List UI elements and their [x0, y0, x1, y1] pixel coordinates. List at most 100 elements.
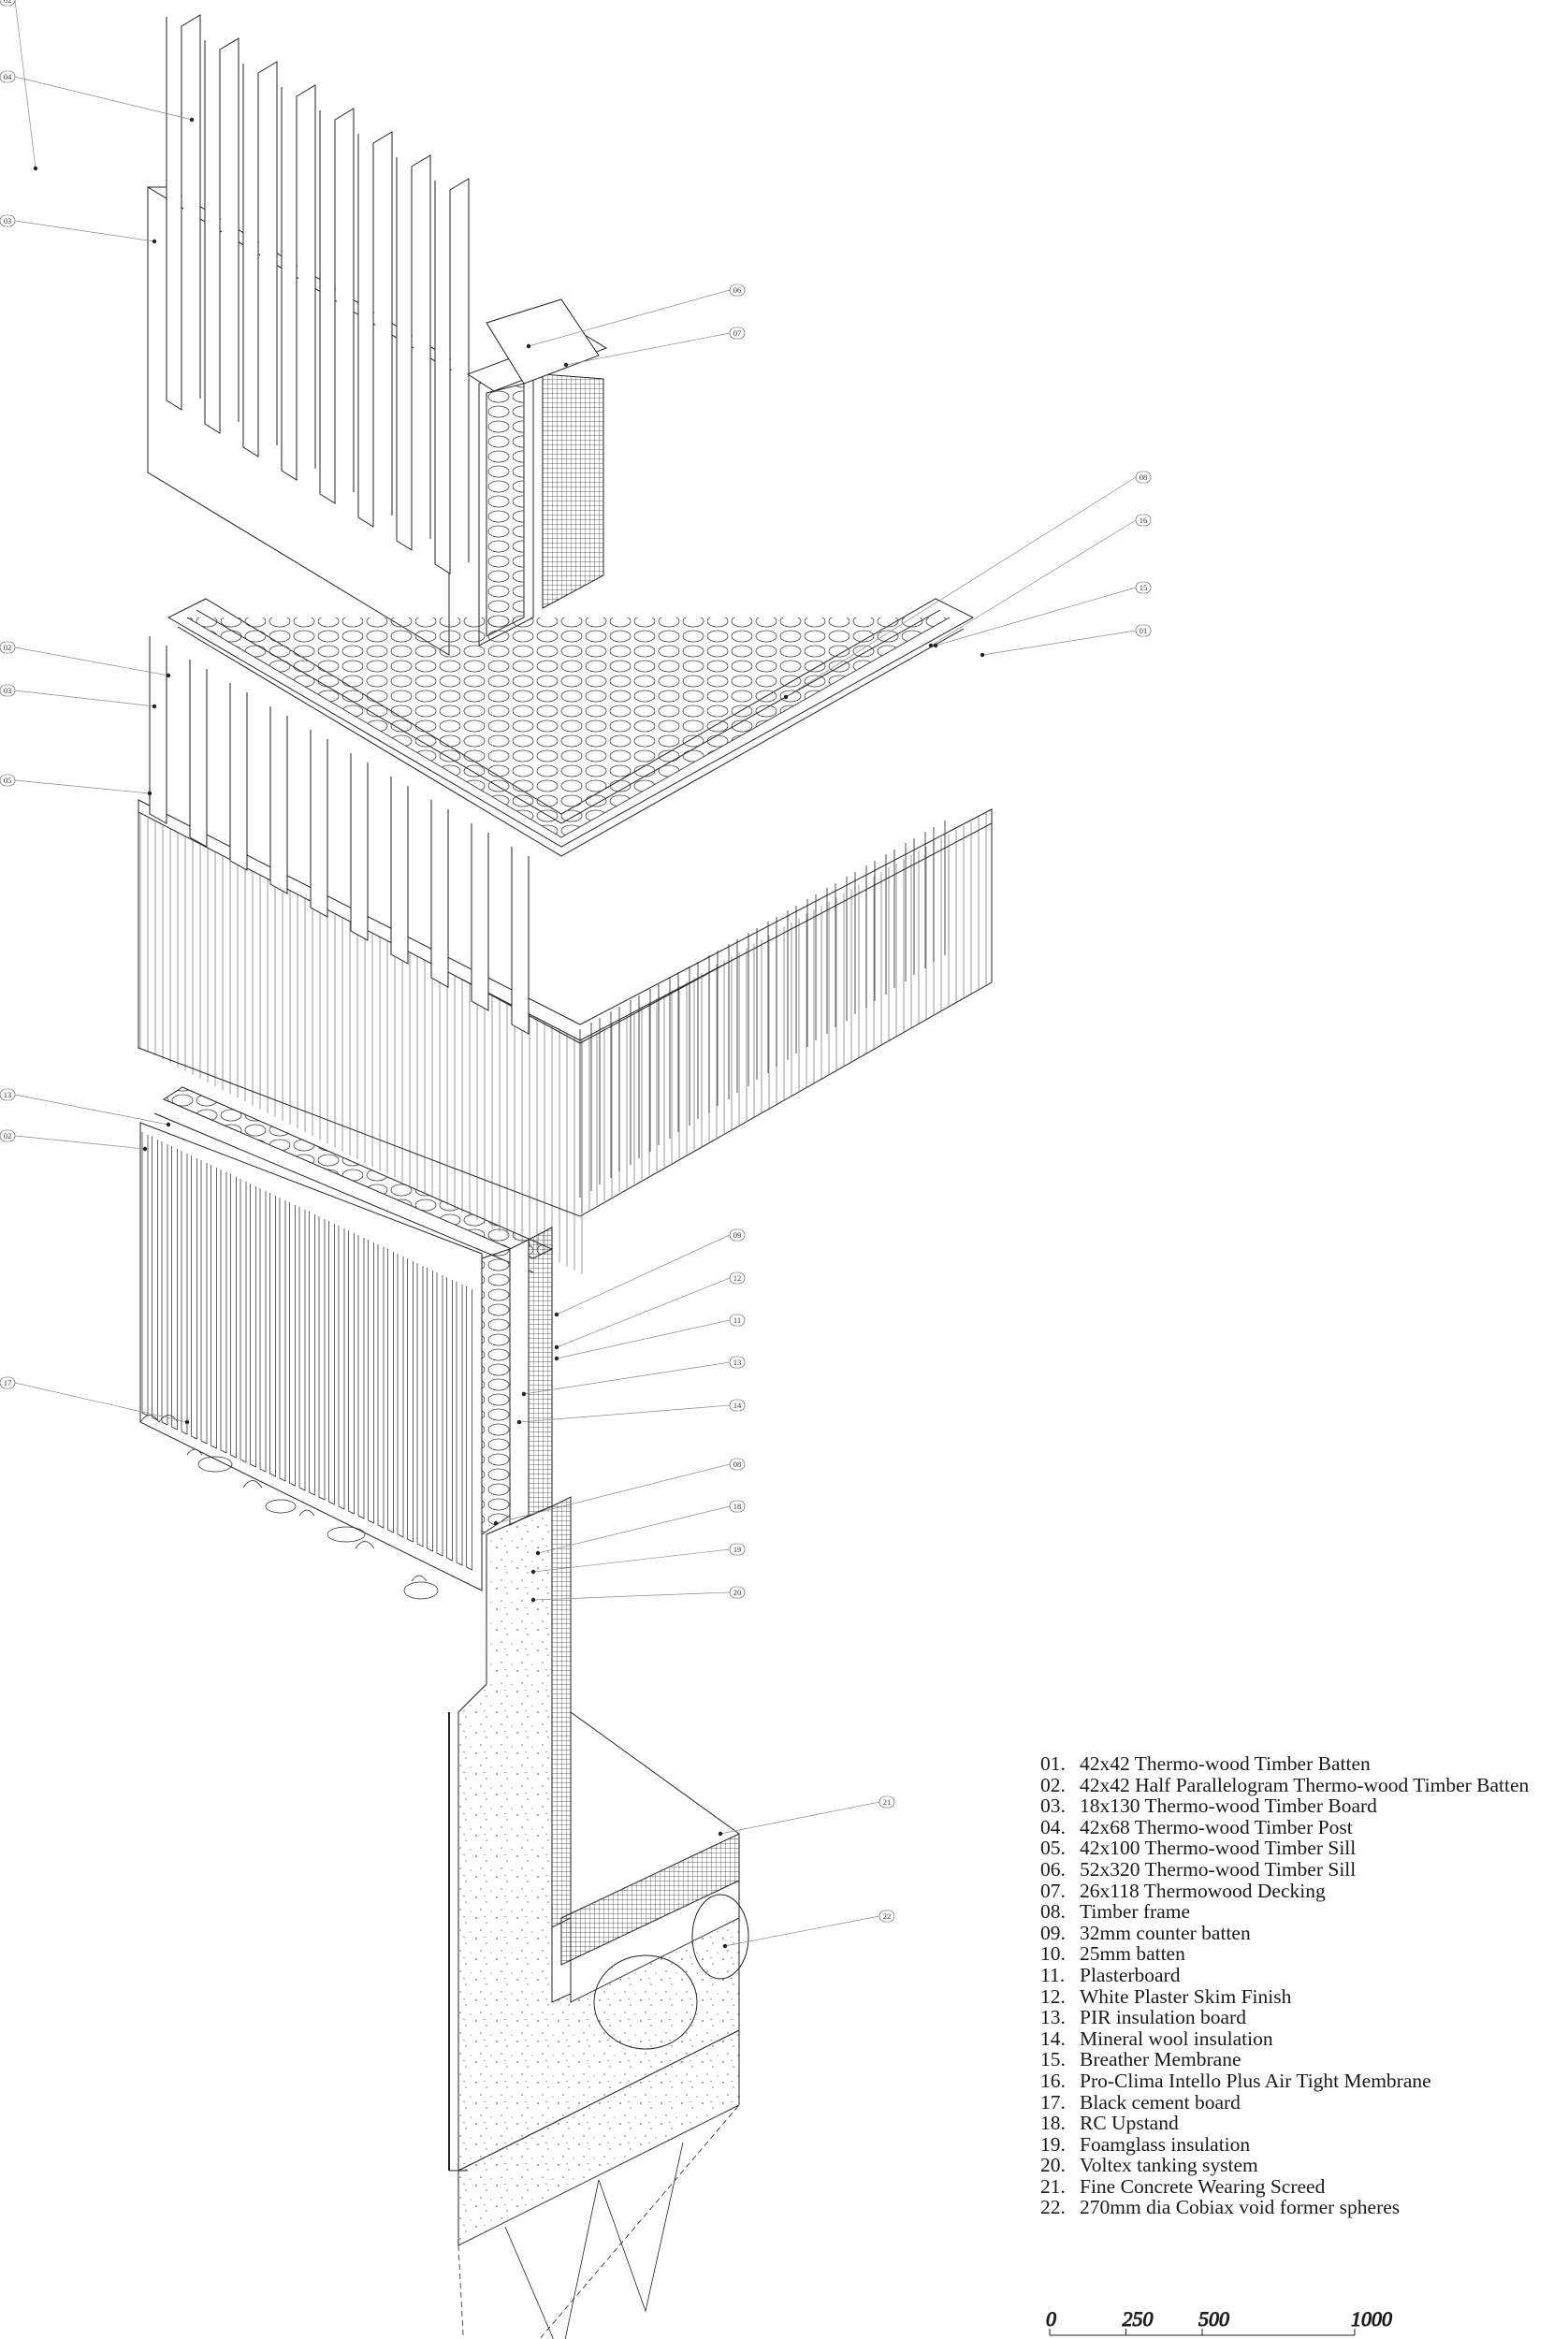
- legend-item-number: 07.: [1040, 1879, 1066, 1902]
- callout-number: 07: [733, 328, 742, 338]
- legend-item-number: 01.: [1040, 1752, 1066, 1775]
- leader-dot: [493, 1520, 499, 1526]
- timber-post: [204, 37, 240, 434]
- leader-dot: [189, 117, 195, 123]
- callout-badge: [729, 1586, 746, 1599]
- timber-batten: [407, 1258, 414, 1543]
- timber-batten: [348, 1230, 355, 1515]
- callout-badge: [1135, 581, 1152, 594]
- callout-number: 12: [733, 1273, 742, 1283]
- leader-dot: [184, 1419, 190, 1425]
- legend-item-number: 14.: [1040, 2027, 1066, 2050]
- legend-item: 06.52x320 Thermo-wood Timber Sill: [1040, 1859, 1564, 1881]
- callout-number: 20: [733, 1588, 742, 1597]
- timber-post: [281, 84, 316, 481]
- timber-batten: [436, 1272, 443, 1557]
- timber-post: [430, 800, 449, 988]
- callout-badge: [0, 70, 16, 83]
- callout-number: 21: [883, 1797, 892, 1807]
- legend-item-number: 11.: [1040, 1963, 1066, 1986]
- timber-post: [756, 922, 769, 1080]
- legend-item-text: 42x42 Thermo-wood Timber Batten: [1080, 1752, 1371, 1775]
- callout-badge: [729, 1458, 746, 1471]
- timber-post: [269, 706, 288, 894]
- callout-badge: [0, 684, 16, 697]
- leader-dot: [526, 343, 531, 349]
- legend-item-number: 18.: [1040, 2112, 1066, 2135]
- callout: 07: [563, 327, 746, 368]
- leader-line: [556, 1277, 731, 1348]
- leader-line: [14, 76, 193, 121]
- leader-dot: [166, 1122, 171, 1127]
- callout: 03: [0, 684, 157, 709]
- leader-line: [14, 1094, 169, 1126]
- timber-post: [677, 966, 690, 1132]
- callout: 15: [933, 581, 1152, 648]
- legend-item-text: 42x42 Half Parallelogram Thermo-wood Tim…: [1080, 1773, 1530, 1796]
- legend-item-text: 25mm batten: [1080, 1942, 1185, 1966]
- legend-item-number: 09.: [1040, 1921, 1066, 1944]
- callout-number: 16: [1140, 516, 1148, 525]
- legend-item-text: 270mm dia Cobiax void former spheres: [1080, 2196, 1401, 2219]
- callout-badge: [729, 1399, 746, 1412]
- callout-number: 02: [4, 1131, 12, 1140]
- callout-labels: 0204030607081615010203051302170912111314…: [0, 0, 1152, 1949]
- leader-line: [935, 587, 1137, 646]
- timber-post: [189, 660, 208, 848]
- timber-batten: [240, 1179, 247, 1463]
- legend-item: 19.Foamglass insulation: [1040, 2132, 1564, 2156]
- legend-item-number: 20.: [1040, 2154, 1066, 2177]
- timber-post: [310, 730, 328, 918]
- legend-item-number: 19.: [1040, 2132, 1066, 2156]
- callout: 02: [0, 641, 171, 678]
- timber-batten: [279, 1198, 286, 1482]
- upper-cladding-assembly: [147, 14, 608, 656]
- callout-badge: [729, 1271, 746, 1285]
- legend-item: 14.Mineral wool insulation: [1040, 2027, 1564, 2050]
- legend-item-number: 06.: [1040, 1857, 1066, 1881]
- timber-batten: [211, 1165, 217, 1449]
- leader-line: [523, 1361, 731, 1395]
- timber-post: [874, 854, 887, 1001]
- callout-badge: [729, 1228, 746, 1242]
- leader-line: [14, 1382, 188, 1423]
- legend-item-text: Plasterboard: [1080, 1963, 1181, 1986]
- callout-number: 17: [4, 1378, 12, 1387]
- callout: 01: [980, 624, 1152, 658]
- callout-number: 04: [4, 72, 12, 81]
- callout-number: 13: [4, 1090, 12, 1099]
- callout: 17: [0, 1376, 190, 1425]
- legend-item: 13.PIR insulation board: [1040, 2007, 1564, 2028]
- callout-number: 03: [4, 216, 12, 225]
- leader-dot: [722, 1943, 728, 1949]
- timber-post: [717, 944, 730, 1106]
- leader-line: [556, 1319, 731, 1359]
- legend-item-text: Pro-Clima Intello Plus Air Tight Membran…: [1080, 2069, 1431, 2092]
- timber-post: [815, 888, 828, 1040]
- timber-batten: [250, 1184, 256, 1468]
- legend-item-text: Voltex tanking system: [1080, 2154, 1258, 2177]
- callout-badge: [0, 214, 16, 227]
- timber-batten: [427, 1268, 433, 1552]
- timber-post: [776, 910, 789, 1067]
- timber-post: [357, 131, 393, 528]
- callout-number: 09: [733, 1230, 742, 1240]
- leader-dot: [718, 1831, 723, 1837]
- callout-badge: [729, 1500, 746, 1513]
- legend-item-number: 10.: [1040, 1942, 1066, 1966]
- timber-batten: [161, 1141, 168, 1426]
- legend-item-text: RC Upstand: [1080, 2112, 1179, 2135]
- callout: 08: [493, 1458, 746, 1526]
- leader-dot: [928, 643, 934, 648]
- legend-item: 09.32mm counter batten: [1040, 1921, 1564, 1944]
- timber-post: [319, 108, 355, 504]
- legend-item: 10. 25mm batten: [1040, 1943, 1564, 1965]
- timber-post: [242, 61, 278, 458]
- callout: 21: [718, 1795, 895, 1837]
- callout-badge: [0, 1088, 16, 1101]
- callout-badge: [729, 327, 746, 340]
- timber-post: [579, 1023, 592, 1198]
- timber-post: [697, 955, 710, 1119]
